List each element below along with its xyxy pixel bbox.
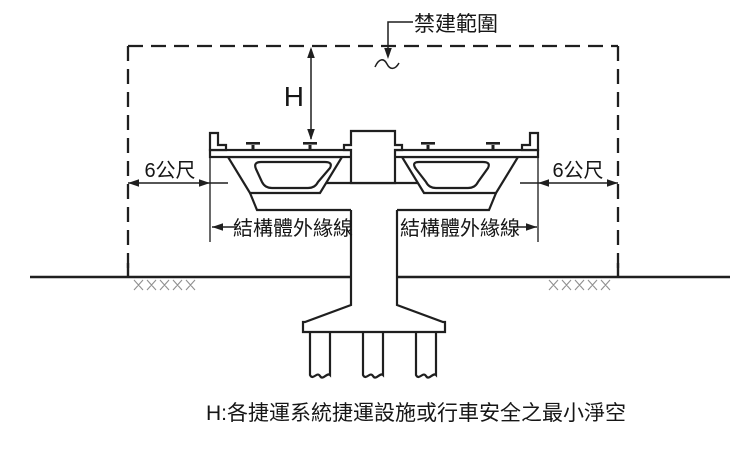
pier-column-top — [342, 129, 404, 185]
parapet-left — [208, 131, 228, 152]
rail — [421, 142, 435, 150]
left-dim-arrowhead-right — [199, 179, 210, 187]
restricted-zone-label: 禁建範圍 — [414, 13, 498, 36]
restricted-zone-callout: 禁建範圍 — [374, 13, 498, 70]
pile — [308, 332, 332, 379]
rail — [246, 142, 260, 150]
pier-cap-fill — [250, 183, 496, 210]
piles — [308, 332, 438, 379]
dim-left-label: 6公尺 — [144, 160, 195, 182]
left-dim-arrowhead-left — [128, 179, 139, 187]
right-dim-arrowhead-right — [607, 179, 618, 187]
ground-hatch-right — [548, 279, 611, 291]
h-arrowhead-up — [307, 47, 315, 58]
pier-shaft-footing-outline — [301, 210, 447, 334]
rail — [486, 142, 500, 150]
edge-left-arrowhead — [212, 223, 223, 231]
right-dim-arrowhead-left — [538, 179, 549, 187]
restricted-zone-boundary — [126, 44, 620, 277]
rail — [303, 142, 317, 150]
edge-right-label: 結構體外緣線 — [400, 217, 520, 240]
callout-leader-line — [387, 21, 413, 56]
h-clearance-dimension: H — [284, 47, 315, 140]
edge-left-label: 結構體外緣線 — [233, 217, 353, 240]
pier-shaft-fill — [303, 208, 445, 332]
h-label: H — [284, 81, 304, 112]
pile — [361, 332, 385, 379]
box-girder-left-void — [254, 160, 332, 190]
structure-edge-extension-lines — [209, 157, 539, 242]
callout-squiggle — [374, 59, 400, 70]
caption: H:各捷運系統捷運設施或行車安全之最小淨空 — [206, 402, 626, 425]
h-arrowhead-down — [307, 129, 315, 140]
ground-hatch-left — [133, 279, 196, 291]
callout-arrowhead — [384, 48, 392, 59]
edge-label-left: 結構體外緣線 — [212, 217, 353, 240]
bridge-structure — [208, 129, 540, 379]
edge-right-arrowhead — [526, 223, 537, 231]
box-girder-right-void — [412, 160, 490, 190]
pile — [414, 332, 438, 379]
rails — [246, 142, 500, 150]
parapet-right — [520, 131, 540, 152]
dimension-6m-right: 6公尺 — [520, 160, 618, 187]
dim-right-label: 6公尺 — [552, 160, 603, 182]
dimension-6m-left: 6公尺 — [128, 160, 228, 187]
edge-label-right: 結構體外緣線 — [400, 217, 537, 240]
